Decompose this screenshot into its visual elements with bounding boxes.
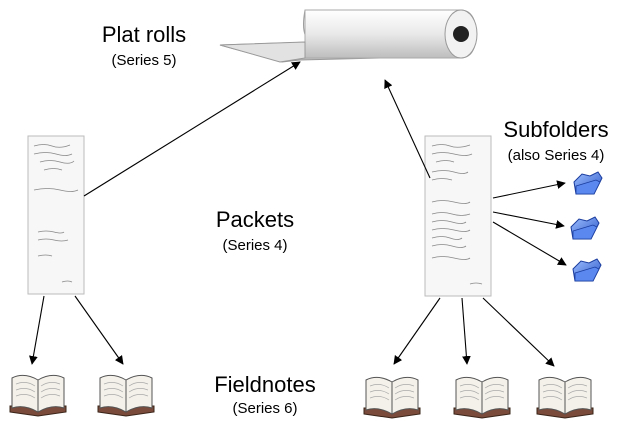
arrow-to-fieldnotes — [482, 297, 555, 367]
document-packet-icon — [27, 135, 85, 295]
subfolders-series-label: (also Series 4) — [507, 147, 605, 164]
arrow-packet-to-plat-roll — [83, 61, 301, 197]
plat-rolls-label: Plat rolls — [101, 22, 187, 47]
arrow-to-fieldnotes — [29, 295, 45, 365]
open-book-icon — [97, 374, 155, 417]
folder-icon — [572, 258, 602, 282]
arrows — [29, 61, 567, 367]
arrow-to-fieldnotes — [393, 297, 441, 365]
packets-series-label: (Series 4) — [222, 237, 288, 254]
open-book-icon — [536, 376, 594, 419]
arrow-to-subfolder — [492, 211, 565, 229]
paper-roll-icon — [219, 9, 478, 63]
open-book-icon — [363, 376, 421, 419]
plat-rolls-series-label: (Series 5) — [111, 52, 177, 69]
arrow-to-fieldnotes — [74, 295, 124, 365]
arrow-to-subfolder — [492, 180, 566, 199]
subfolders-label: Subfolders — [503, 117, 609, 142]
open-book-icon — [9, 374, 67, 417]
fieldnotes-label: Fieldnotes — [214, 372, 316, 397]
packets-label: Packets — [215, 207, 295, 232]
folder-icon — [570, 216, 600, 240]
folder-icon — [573, 171, 603, 195]
document-packet-icon — [424, 135, 492, 297]
open-book-icon — [453, 376, 511, 419]
arrow-to-subfolder — [492, 221, 567, 266]
arrow-to-fieldnotes — [461, 297, 471, 365]
arrow-packet-to-plat-roll — [384, 79, 431, 179]
fieldnotes-series-label: (Series 6) — [232, 400, 298, 417]
